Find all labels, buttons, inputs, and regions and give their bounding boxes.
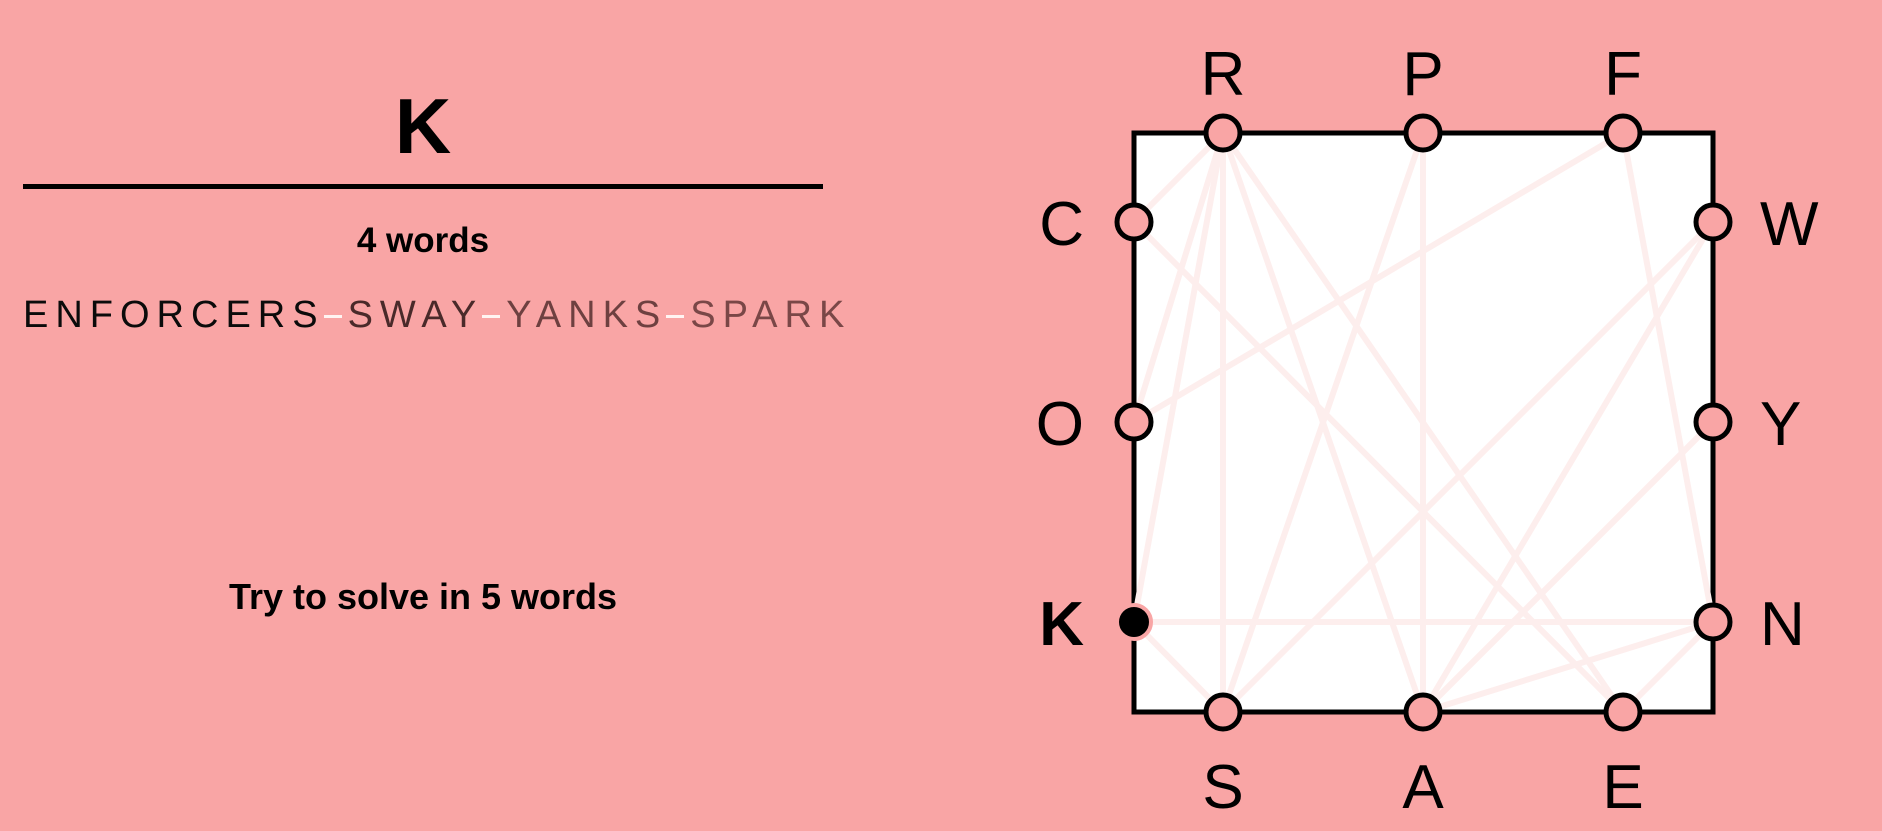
trail-line-e-r: [1220, 130, 1626, 715]
trail-line-a-n: [1420, 619, 1716, 715]
letter-node-circle[interactable]: [1114, 202, 1154, 242]
trail-line-s-p: [1220, 130, 1426, 715]
letter-node-f[interactable]: F: [1603, 40, 1643, 153]
current-word-divider: [23, 184, 823, 189]
trail-line-s-w: [1220, 219, 1716, 715]
letter-node-p[interactable]: P: [1402, 40, 1444, 153]
trail-line-o-r: [1131, 130, 1226, 425]
letter-node-circle[interactable]: [1114, 402, 1154, 442]
trail-line-c-e: [1131, 219, 1626, 715]
letter-node-r[interactable]: R: [1201, 40, 1246, 153]
letter-node-circle[interactable]: [1603, 692, 1643, 732]
letter-label: S: [1202, 753, 1243, 822]
letter-node-k[interactable]: K: [1039, 590, 1153, 659]
letter-node-a[interactable]: A: [1402, 692, 1444, 822]
letter-label: Y: [1760, 390, 1801, 459]
letter-node-circle[interactable]: [1203, 692, 1243, 732]
found-word: ENFORCERS: [23, 294, 325, 336]
found-word: SPARK: [690, 294, 852, 336]
word-count-label: 4 words: [356, 221, 490, 260]
found-word: YANKS: [506, 294, 668, 336]
letter-node-circle[interactable]: [1203, 113, 1243, 153]
letter-label: C: [1039, 190, 1084, 259]
letter-label: R: [1201, 40, 1246, 109]
trail-line-a-r: [1220, 130, 1426, 715]
letter-node-o[interactable]: O: [1036, 390, 1154, 459]
letter-node-circle[interactable]: [1603, 113, 1643, 153]
board-square: [1131, 130, 1716, 715]
letter-label: E: [1602, 753, 1643, 822]
trail-line-f-o: [1131, 130, 1626, 425]
letter-node-c[interactable]: C: [1039, 190, 1154, 259]
word-separator: [482, 315, 501, 319]
letter-node-y[interactable]: Y: [1693, 390, 1801, 459]
letter-label: F: [1604, 40, 1642, 109]
letter-node-circle[interactable]: [1693, 202, 1733, 242]
letter-node-e[interactable]: E: [1602, 692, 1644, 822]
letter-label: O: [1036, 390, 1084, 459]
letter-label: P: [1402, 40, 1443, 109]
letter-node-n[interactable]: N: [1693, 590, 1805, 659]
letter-label: K: [1039, 590, 1084, 659]
word-separator: [323, 315, 342, 319]
letter-node-s[interactable]: S: [1202, 692, 1244, 822]
current-word-display: K: [394, 82, 452, 170]
trail-line-a-y: [1420, 419, 1716, 715]
goal-text: Try to solve in 5 words: [228, 576, 618, 617]
letter-node-circle[interactable]: [1693, 402, 1733, 442]
trail-line-n-f: [1620, 130, 1716, 625]
trail-line-r-k: [1131, 130, 1226, 625]
letter-label: N: [1760, 590, 1805, 659]
letter-label: A: [1402, 753, 1444, 822]
letter-node-circle[interactable]: [1403, 113, 1443, 153]
trail-line-y-a: [1420, 419, 1716, 715]
letter-node-circle[interactable]: [1693, 602, 1733, 642]
word-separator: [666, 315, 685, 319]
word-trail-lines: [1131, 130, 1716, 715]
letter-nodes: R P F S A E C O K W Y N: [1036, 40, 1819, 822]
found-word: SWAY: [347, 294, 484, 336]
letter-node-circle[interactable]: [1115, 603, 1153, 641]
letter-node-circle[interactable]: [1403, 692, 1443, 732]
letter-label: W: [1760, 190, 1819, 259]
letter-node-w[interactable]: W: [1693, 190, 1819, 259]
trail-line-w-a: [1420, 219, 1716, 715]
